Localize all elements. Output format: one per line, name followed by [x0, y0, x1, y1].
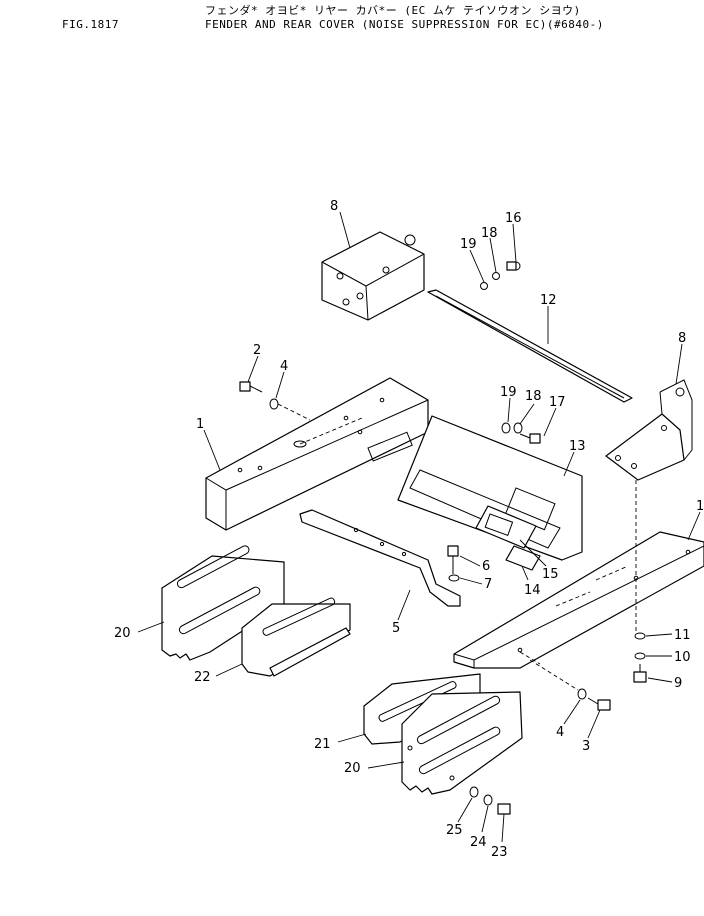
- callout-19-upper: 19: [460, 237, 477, 252]
- callout-10: 10: [674, 650, 691, 665]
- part-8-upper-cover: [321, 231, 425, 321]
- part-10-washer: [634, 652, 646, 660]
- figure-number: FIG.1817: [62, 18, 119, 31]
- callout-9: 9: [674, 676, 682, 691]
- part-1-left-fender: [205, 377, 429, 531]
- part-2-bolt: [239, 381, 263, 393]
- callout-4-upper: 4: [280, 359, 288, 374]
- part-20-left-panel: [161, 545, 285, 661]
- callout-11: 11: [674, 628, 691, 643]
- part-1-right-fender: [453, 531, 704, 669]
- callout-18-upper: 18: [481, 226, 498, 241]
- callout-13: 13: [569, 439, 586, 454]
- callout-22: 22: [194, 670, 211, 685]
- callout-5: 5: [392, 621, 400, 636]
- part-23-bolt: [497, 803, 511, 815]
- title-japanese: フェンダ* オヨビ* リヤー カバ*ー (EC ムケ テイソウオン シヨウ): [205, 4, 581, 17]
- callout-4-lower: 4: [556, 725, 564, 740]
- part-14-plate: [505, 545, 541, 571]
- part-18-washer: [513, 422, 523, 434]
- part-5-bar: [299, 509, 461, 607]
- callout-25: 25: [446, 823, 463, 838]
- part-3-bolt: [587, 697, 611, 711]
- part-24-washer: [483, 794, 493, 806]
- part-4-washer-lower: [577, 688, 587, 700]
- callout-1-right: 1: [696, 499, 704, 514]
- title-english: FENDER AND REAR COVER (NOISE SUPPRESSION…: [205, 18, 604, 31]
- leader-lines: [137, 211, 701, 843]
- callout-12: 12: [540, 293, 557, 308]
- part-9-bolt: [633, 664, 647, 683]
- part-13-rear-cover: [397, 415, 583, 561]
- callout-16: 16: [505, 211, 522, 226]
- callout-20-left: 20: [114, 626, 131, 641]
- callout-8-right: 8: [678, 331, 686, 346]
- callout-15: 15: [542, 567, 559, 582]
- callout-labels: 8 16 18 19 12 8 2 4 1 19 18 17 13 1 15 1…: [114, 199, 704, 860]
- part-7-washer: [448, 574, 460, 582]
- part-19-washer: [501, 422, 511, 434]
- callout-18: 18: [525, 389, 542, 404]
- part-18-washer-top: [492, 272, 500, 280]
- part-6-bolt: [447, 545, 459, 574]
- part-12-strip: [427, 289, 633, 403]
- callout-20-right: 20: [344, 761, 361, 776]
- callout-23: 23: [491, 845, 508, 860]
- part-25-washer: [469, 786, 479, 798]
- part-17-bolt: [519, 433, 541, 444]
- part-19-washer-top: [480, 282, 488, 290]
- part-15-seal: [475, 505, 537, 549]
- callout-21: 21: [314, 737, 331, 752]
- callout-2: 2: [253, 343, 261, 358]
- callout-8-upper: 8: [330, 199, 338, 214]
- callout-3: 3: [582, 739, 590, 754]
- part-16-bolt-top: [506, 261, 521, 271]
- part-11-washer: [634, 632, 646, 640]
- callout-24: 24: [470, 835, 487, 850]
- part-8-right-bracket: [605, 379, 693, 481]
- part-22-inner-panel: [241, 597, 351, 677]
- callout-14: 14: [524, 583, 541, 598]
- part-20-right-panel: [401, 691, 523, 795]
- callout-7: 7: [484, 577, 492, 592]
- callout-1-left: 1: [196, 417, 204, 432]
- callout-6: 6: [482, 559, 490, 574]
- callout-19: 19: [500, 385, 517, 400]
- part-4-washer-upper: [269, 398, 279, 410]
- callout-17: 17: [549, 395, 566, 410]
